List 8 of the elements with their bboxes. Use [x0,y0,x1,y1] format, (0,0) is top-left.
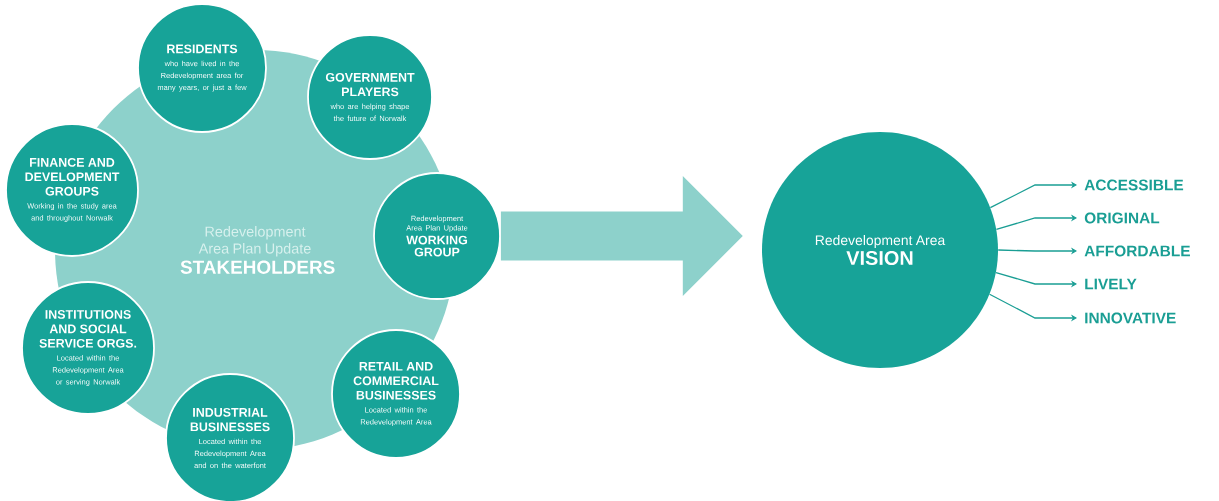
vision-word: AFFORDABLE [1084,245,1190,257]
vision-word: ORIGINAL [1084,212,1160,224]
arrow [995,214,1077,231]
block-arrow [500,176,743,296]
vision-word: ACCESSIBLE [1084,179,1184,191]
vision-word: INNOVATIVE [1085,312,1176,324]
arrow [989,181,1077,209]
vision-word: LIVELY [1085,278,1137,290]
